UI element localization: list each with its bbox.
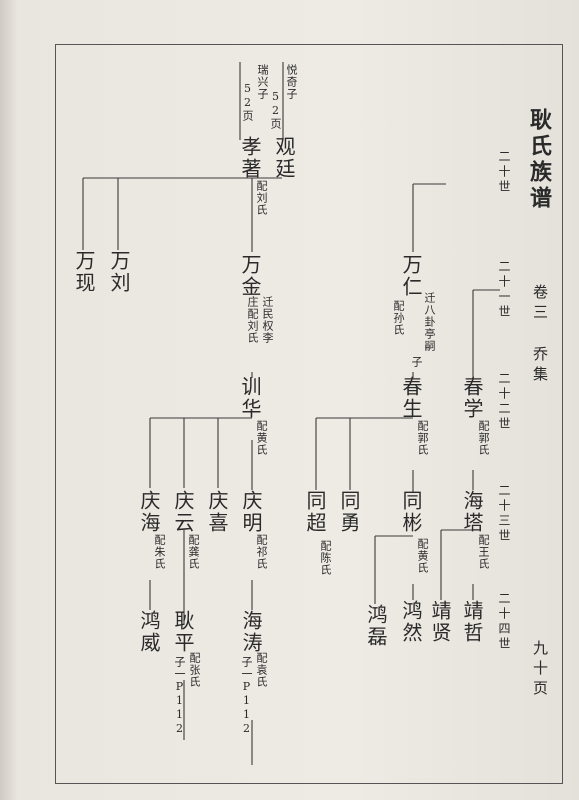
person-wanliu: 万刘 (107, 250, 131, 294)
wanjin-note-2: 庄配刘氏 (246, 296, 259, 344)
gengping-spouse: 配张氏 (188, 652, 201, 688)
yueqi-page-note: 52页 (269, 90, 282, 130)
person-jingzhe: 靖哲 (460, 600, 484, 644)
person-chunsheng: 春生 (399, 376, 423, 420)
page-number: 九十页 (531, 640, 549, 700)
haitao-spouse: 配袁氏 (255, 652, 268, 688)
xunhua-spouse: 配黄氏 (255, 420, 268, 456)
haita-spouse: 配王氏 (477, 534, 490, 570)
person-jingxian: 靖贤 (428, 600, 452, 644)
ruixing-page-note: 52页 (241, 82, 254, 122)
yueqi-son-note: 悦奇子 (285, 64, 298, 100)
xiaozhu-spouse: 配刘氏 (255, 180, 268, 216)
person-haitao: 海涛 (239, 610, 263, 654)
person-xunhua: 训华 (238, 376, 262, 420)
generation-21: 二十一世 (497, 260, 511, 320)
person-qinghai: 庆海 (137, 490, 161, 534)
person-qingming: 庆明 (239, 490, 263, 534)
person-xiaozhu: 孝著 (238, 136, 262, 180)
generation-24: 二十四世 (497, 592, 511, 652)
person-tongbin: 同彬 (399, 490, 423, 534)
wanren-note-1b: 子 (410, 356, 423, 368)
person-wanren: 万仁 (399, 254, 423, 298)
qingyun-spouse: 配龚氏 (187, 534, 200, 570)
wanren-note-1: 迁八卦亭嗣 (423, 292, 436, 352)
person-wanjin: 万金 (238, 254, 262, 298)
gengping-descendant: 子一P112 (173, 656, 186, 736)
generation-20: 二十世 (497, 150, 511, 195)
generation-23: 二十三世 (497, 484, 511, 544)
person-hongwei: 鸿威 (137, 610, 161, 654)
generation-22: 二十二世 (497, 372, 511, 432)
wanren-spouse: 配孙氏 (392, 300, 405, 336)
volume-label: 卷三 (531, 284, 549, 324)
person-chunxue: 春学 (460, 376, 484, 420)
person-wanxian: 万现 (72, 250, 96, 294)
person-tongchao: 同超 (303, 490, 327, 534)
qinghai-spouse: 配朱氏 (153, 534, 166, 570)
person-qingxi: 庆喜 (205, 490, 229, 534)
ruixing-son-note: 瑞兴子 (256, 64, 269, 100)
person-guanting: 观廷 (272, 136, 296, 180)
branch-label: 乔集 (531, 346, 549, 386)
tongchao-spouse: 配陈氏 (319, 540, 332, 576)
tongbin-spouse: 配黄氏 (416, 538, 429, 574)
person-qingyun: 庆云 (171, 490, 195, 534)
person-tongyong: 同勇 (337, 490, 361, 534)
person-honglei: 鸿磊 (364, 604, 388, 648)
page-frame (55, 44, 563, 784)
chunsheng-spouse: 配郭氏 (416, 420, 429, 456)
person-gengping: 耿平 (171, 610, 195, 654)
chunxue-spouse: 配郭氏 (477, 420, 490, 456)
haitao-descendant: 子一P112 (240, 656, 253, 736)
book-title: 耿氏族谱 (526, 108, 552, 212)
person-haita: 海塔 (460, 490, 484, 534)
qingming-spouse: 配祁氏 (255, 534, 268, 570)
wanjin-note-1: 迁民权李 (261, 296, 274, 344)
person-hongran: 鸿然 (399, 600, 423, 644)
